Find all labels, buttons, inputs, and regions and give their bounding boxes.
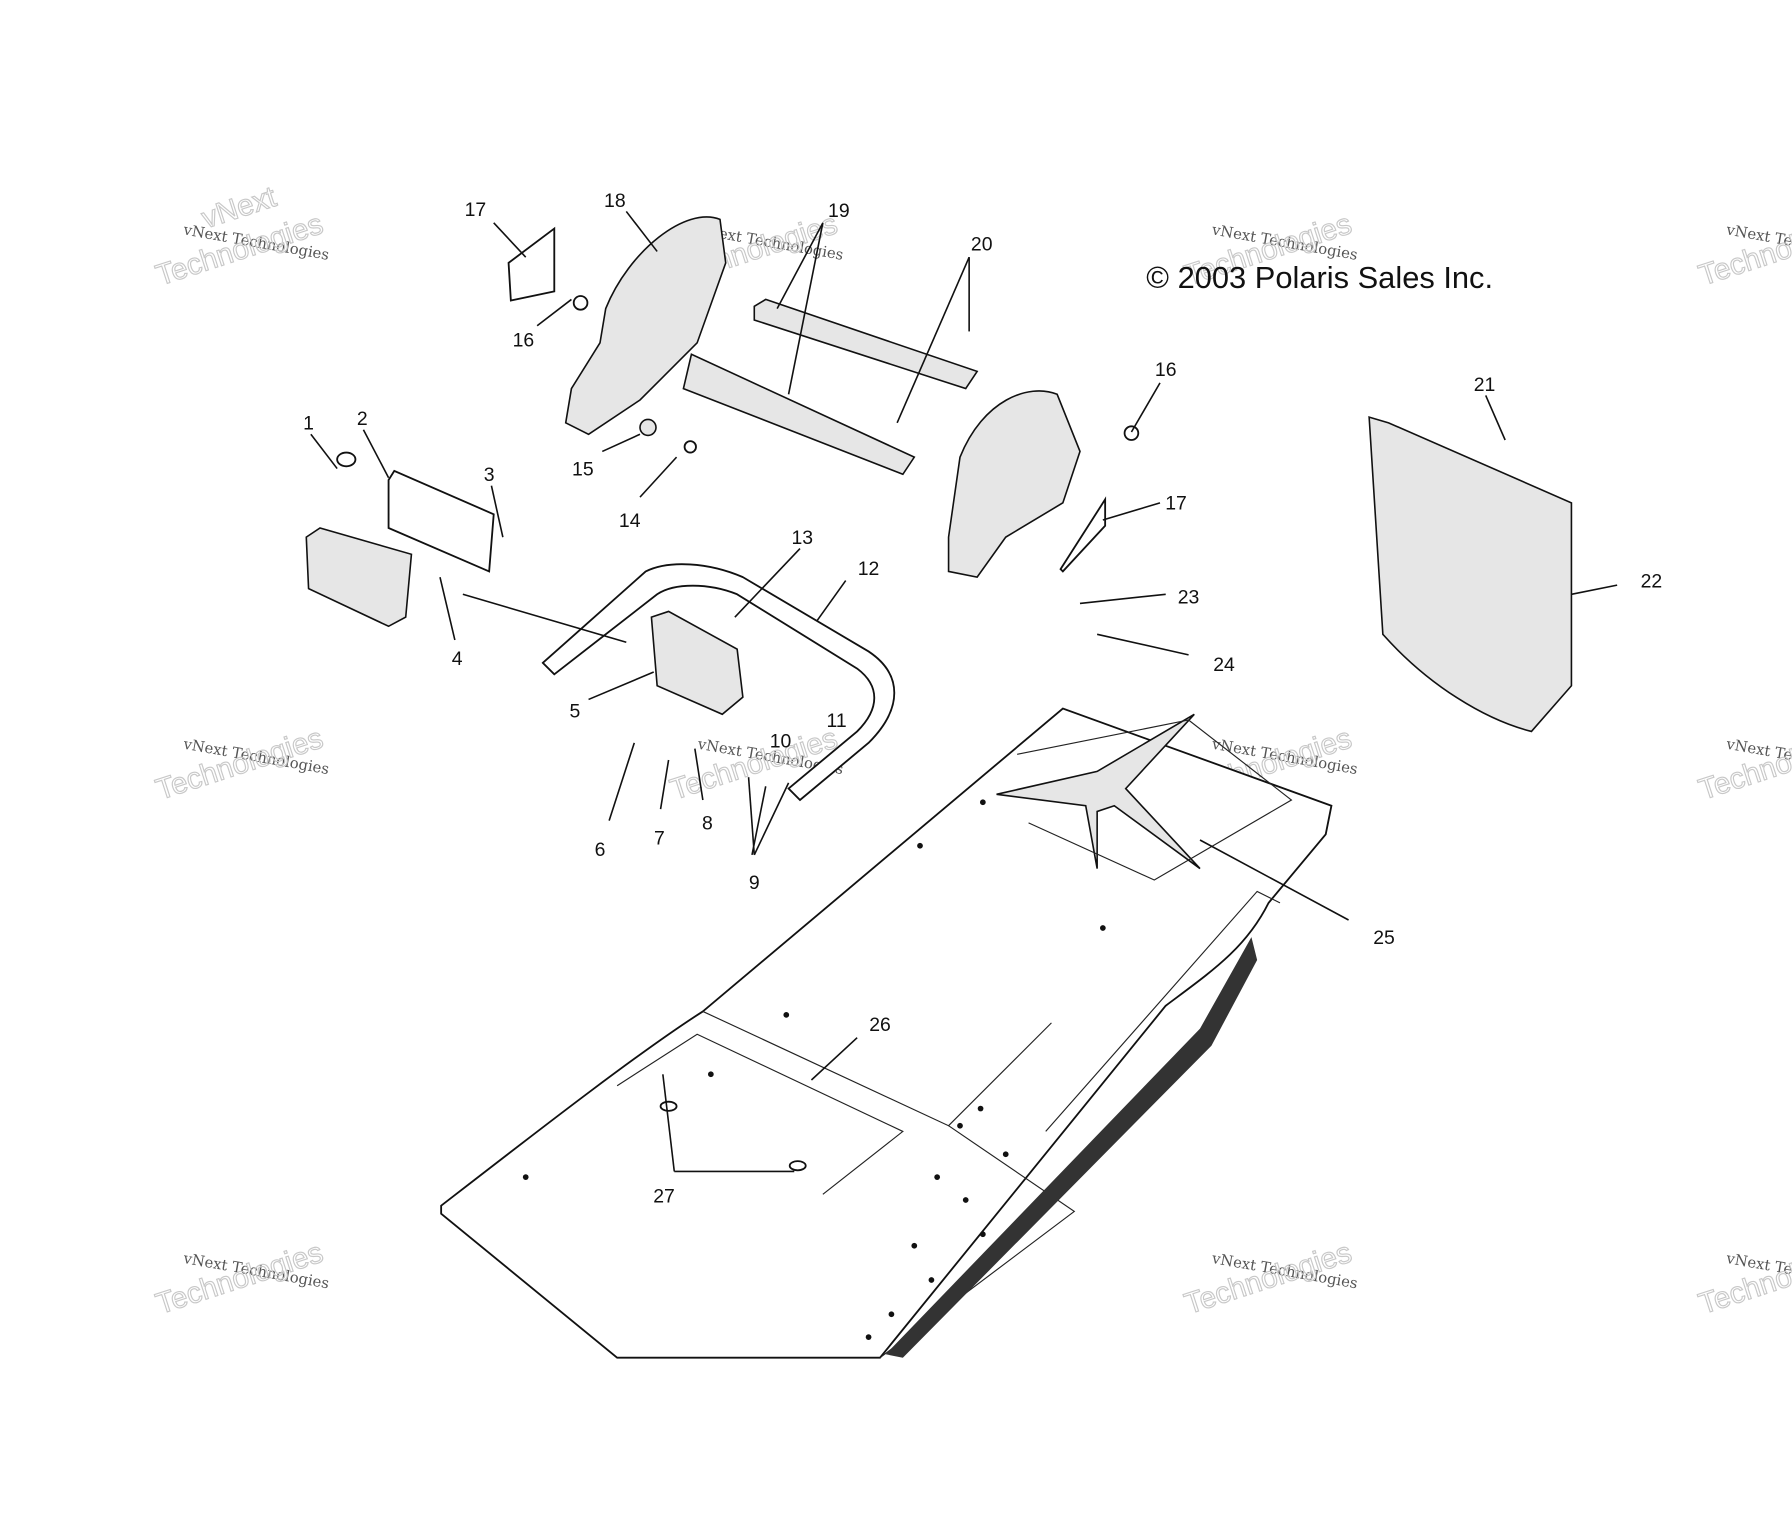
- snow-flap-part: [1368, 416, 1573, 733]
- callout-12: 12: [858, 558, 880, 580]
- copyright-text: © 2003 Polaris Sales Inc.: [1146, 260, 1493, 295]
- callout-19: 19: [828, 200, 850, 222]
- callout-17: 17: [465, 199, 487, 221]
- rivet-holes: [522, 799, 1106, 1340]
- decal-17-part: [1059, 496, 1107, 573]
- watermark-text: Technologies: [1695, 1236, 1792, 1321]
- callout-10: 10: [770, 730, 792, 752]
- callout-3: 3: [484, 464, 495, 486]
- support-rail-part: [682, 353, 916, 476]
- callout-4: 4: [452, 648, 463, 670]
- callout-15: 15: [572, 458, 594, 480]
- lens-gasket-part: [387, 469, 495, 573]
- callout-5: 5: [569, 701, 580, 723]
- grab-handle-right-part: [947, 390, 1081, 579]
- callout-22: 22: [1641, 570, 1663, 592]
- watermark-text: Technologies: [1695, 207, 1792, 292]
- callout-25: 25: [1373, 927, 1395, 949]
- callout-6: 6: [595, 839, 606, 861]
- callout-27: 27: [653, 1185, 675, 1207]
- tunnel-part: [440, 707, 1333, 1359]
- callout-1: 1: [303, 413, 314, 435]
- taillight-housing-part: [305, 527, 413, 628]
- callout-16: 16: [513, 329, 535, 351]
- callout-23: 23: [1178, 586, 1200, 608]
- washer-15-part: [639, 418, 657, 437]
- leader-lines: [310, 210, 1618, 1173]
- callout-7: 7: [654, 828, 665, 850]
- screw-14-part: [683, 440, 697, 454]
- decal-17-part: [507, 226, 556, 302]
- callout-21: 21: [1474, 374, 1496, 396]
- callout-16: 16: [1155, 359, 1177, 381]
- callout-24: 24: [1213, 654, 1235, 676]
- callout-20: 20: [971, 233, 993, 255]
- grab-handle-left-part: [564, 216, 727, 436]
- callout-17: 17: [1165, 493, 1187, 515]
- callout-9: 9: [749, 872, 760, 894]
- taillight-part: [650, 610, 744, 716]
- callout-labels: 1 2 3 4 5 6 7 8 9 10 11 12 13 14 15 16 1…: [303, 190, 1662, 1207]
- screw-16-part: [572, 295, 589, 311]
- callout-8: 8: [702, 813, 713, 835]
- rear-bumper-part: [541, 563, 896, 802]
- bulb-part: [336, 451, 357, 468]
- callout-2: 2: [357, 408, 368, 430]
- support-rail-part: [753, 298, 979, 390]
- callout-14: 14: [619, 510, 641, 532]
- callout-26: 26: [869, 1014, 891, 1036]
- callout-13: 13: [791, 527, 813, 549]
- watermark-text: Technologies: [1695, 722, 1792, 807]
- callout-11: 11: [826, 710, 846, 732]
- callout-18: 18: [604, 190, 626, 212]
- screw-16-part: [1123, 425, 1140, 441]
